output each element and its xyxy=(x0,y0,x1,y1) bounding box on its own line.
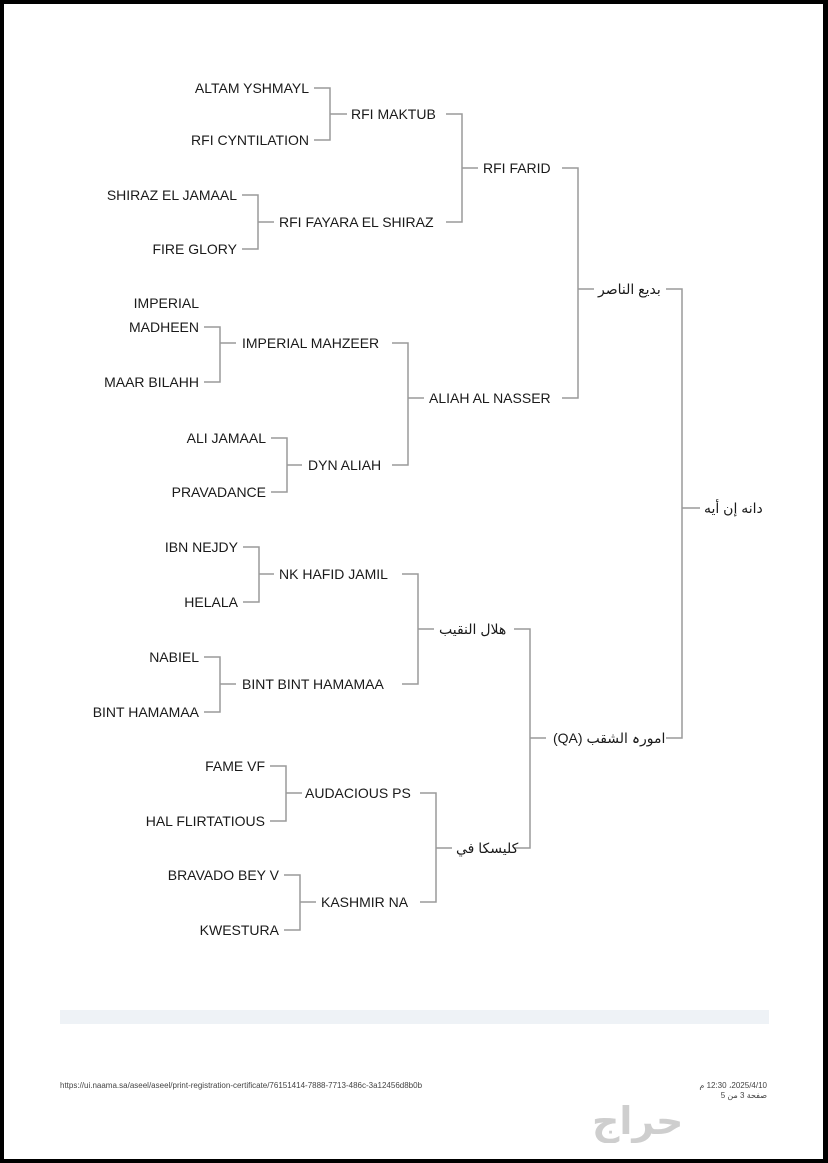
bracket-rfi-fayara xyxy=(242,194,274,250)
g4-bint-hamamaa: BINT HAMAMAA xyxy=(92,704,199,720)
bracket-hilal xyxy=(402,573,434,685)
g4-helala: HELALA xyxy=(184,594,238,610)
g4-maar-bilahh: MAAR BILAHH xyxy=(104,374,199,390)
g3-kashmir: KASHMIR NA xyxy=(321,894,409,910)
bracket-imperial-mahzeer xyxy=(204,326,236,383)
g4-imperial: IMPERIAL xyxy=(133,295,199,311)
g3-bint-bint: BINT BINT HAMAMAA xyxy=(242,676,384,692)
g4-fame-vf: FAME VF xyxy=(205,758,265,774)
bracket-rfi-maktub xyxy=(314,87,347,141)
g4-rfi-cyntilation: RFI CYNTILATION xyxy=(191,132,309,148)
g4-nabiel: NABIEL xyxy=(149,649,199,665)
bracket-aliah xyxy=(392,342,424,466)
g4-madheen: MADHEEN xyxy=(128,319,199,335)
bracket-bint-bint xyxy=(204,656,236,713)
bracket-kliska xyxy=(420,792,452,903)
g4-hal-flirtatious: HAL FLIRTATIOUS xyxy=(145,813,265,829)
bracket-audacious xyxy=(270,765,302,822)
bracket-badea xyxy=(562,167,594,399)
dam-sire-name: RFI FARID xyxy=(483,160,551,176)
pedigree-connector-lines xyxy=(204,87,700,931)
bracket-nk-hafid xyxy=(243,546,274,603)
g4-altam: ALTAM YSHMAYL xyxy=(194,80,309,96)
dam-dam-name: ALIAH AL NASSER xyxy=(429,390,551,406)
pedigree-certificate-page: دانه إن أيه بديع الناصر امورہ الشقب (QA)… xyxy=(4,4,823,1159)
haraj-watermark-logo: حراج xyxy=(592,1099,685,1143)
g3-imperial-mahzeer: IMPERIAL MAHZEER xyxy=(242,335,380,351)
bracket-rfi-farid xyxy=(446,113,478,223)
g4-shiraz: SHIRAZ EL JAMAAL xyxy=(106,187,237,203)
g3-dyn-aliah: DYN ALIAH xyxy=(308,457,382,473)
dam-name: بديع الناصر xyxy=(598,281,661,297)
bracket-dyn-aliah xyxy=(271,437,302,493)
g3-nk-hafid: NK HAFID JAMIL xyxy=(279,566,388,582)
g3-audacious: AUDACIOUS PS xyxy=(305,785,411,801)
bracket-subject xyxy=(666,288,700,739)
subject-horse-name: دانه إن أيه xyxy=(704,500,763,516)
footer-datetime: 2025/4/10، 12:30 م xyxy=(699,1081,767,1090)
g3-rfi-fayara: RFI FAYARA EL SHIRAZ xyxy=(279,214,434,230)
g3-rfi-maktub: RFI MAKTUB xyxy=(351,106,436,122)
footer-page-number: صفحة 3 من 5 xyxy=(720,1091,767,1100)
separator-bar xyxy=(60,1010,769,1024)
sire-name: امورہ الشقب (QA) xyxy=(553,730,666,746)
g4-kwestura: KWESTURA xyxy=(199,922,279,938)
bracket-amora xyxy=(514,628,546,849)
sire-sire-name: هلال النقيب xyxy=(439,621,507,637)
g4-pravadance: PRAVADANCE xyxy=(171,484,266,500)
bracket-kashmir xyxy=(284,874,316,931)
footer-url: https://ui.naama.sa/aseel/aseel/print-re… xyxy=(60,1081,423,1090)
g4-ali-jamaal: ALI JAMAAL xyxy=(186,430,266,446)
g4-fire-glory: FIRE GLORY xyxy=(152,241,237,257)
g4-ibn-nejdy: IBN NEJDY xyxy=(164,539,238,555)
sire-dam-name: كليسكا في xyxy=(456,840,519,856)
g4-bravado-bey: BRAVADO BEY V xyxy=(167,867,279,883)
